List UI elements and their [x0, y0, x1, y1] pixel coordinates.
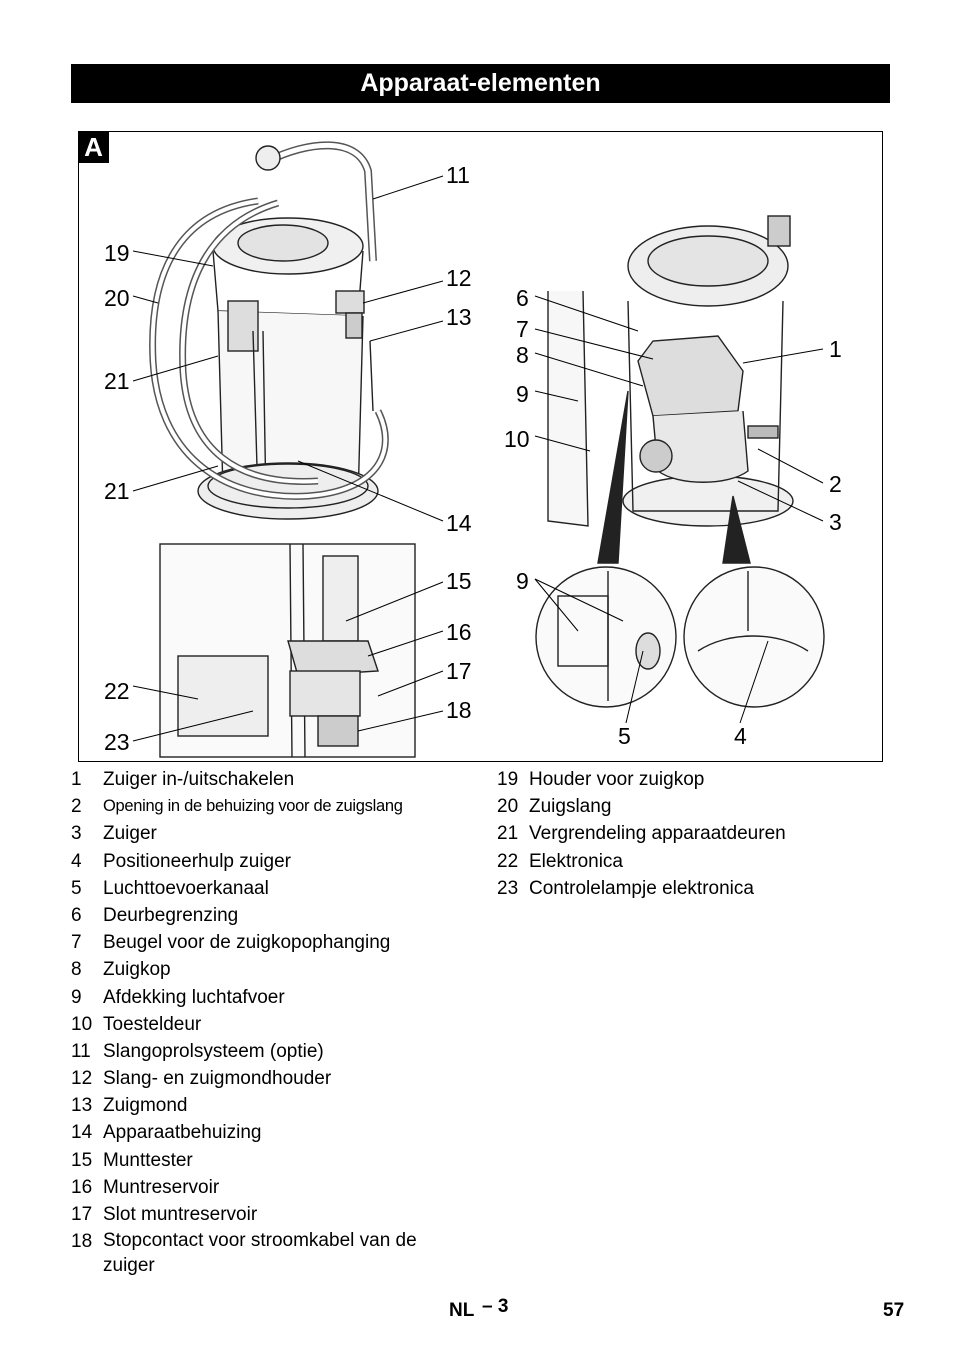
device-illustration: [132, 141, 825, 758]
callout-12: 12: [446, 265, 472, 291]
callout-17: 17: [446, 658, 472, 684]
callout-2: 2: [829, 471, 842, 497]
callout-20: 20: [104, 285, 130, 311]
footer-page-number: 57: [883, 1300, 905, 1321]
callout-21: 21: [104, 368, 130, 394]
callout-19: 19: [104, 240, 130, 266]
callout-14: 14: [446, 510, 472, 536]
figure-frame: [78, 131, 883, 762]
callout-7: 7: [516, 316, 529, 342]
footer-section-page: – 3: [482, 1296, 509, 1317]
footer-language: NL: [449, 1300, 475, 1321]
callout-13: 13: [446, 304, 472, 330]
callout-15: 15: [446, 568, 472, 594]
callout-21-lower: 21: [104, 478, 130, 504]
callout-1: 1: [829, 336, 842, 362]
callout-9-detail: 9: [516, 568, 529, 594]
callout-6: 6: [516, 285, 529, 311]
callout-5: 5: [618, 723, 631, 749]
section-title: Apparaat-elementen: [71, 64, 890, 103]
callout-18: 18: [446, 697, 472, 723]
callout-3: 3: [829, 509, 842, 535]
callout-23: 23: [104, 729, 130, 755]
callout-16: 16: [446, 619, 472, 645]
callout-11: 11: [446, 162, 470, 188]
figure-badge: A: [78, 131, 109, 163]
callout-4: 4: [734, 723, 747, 749]
callout-22: 22: [104, 678, 130, 704]
callout-9: 9: [516, 381, 529, 407]
callout-10: 10: [504, 426, 530, 452]
callout-8: 8: [516, 342, 529, 368]
